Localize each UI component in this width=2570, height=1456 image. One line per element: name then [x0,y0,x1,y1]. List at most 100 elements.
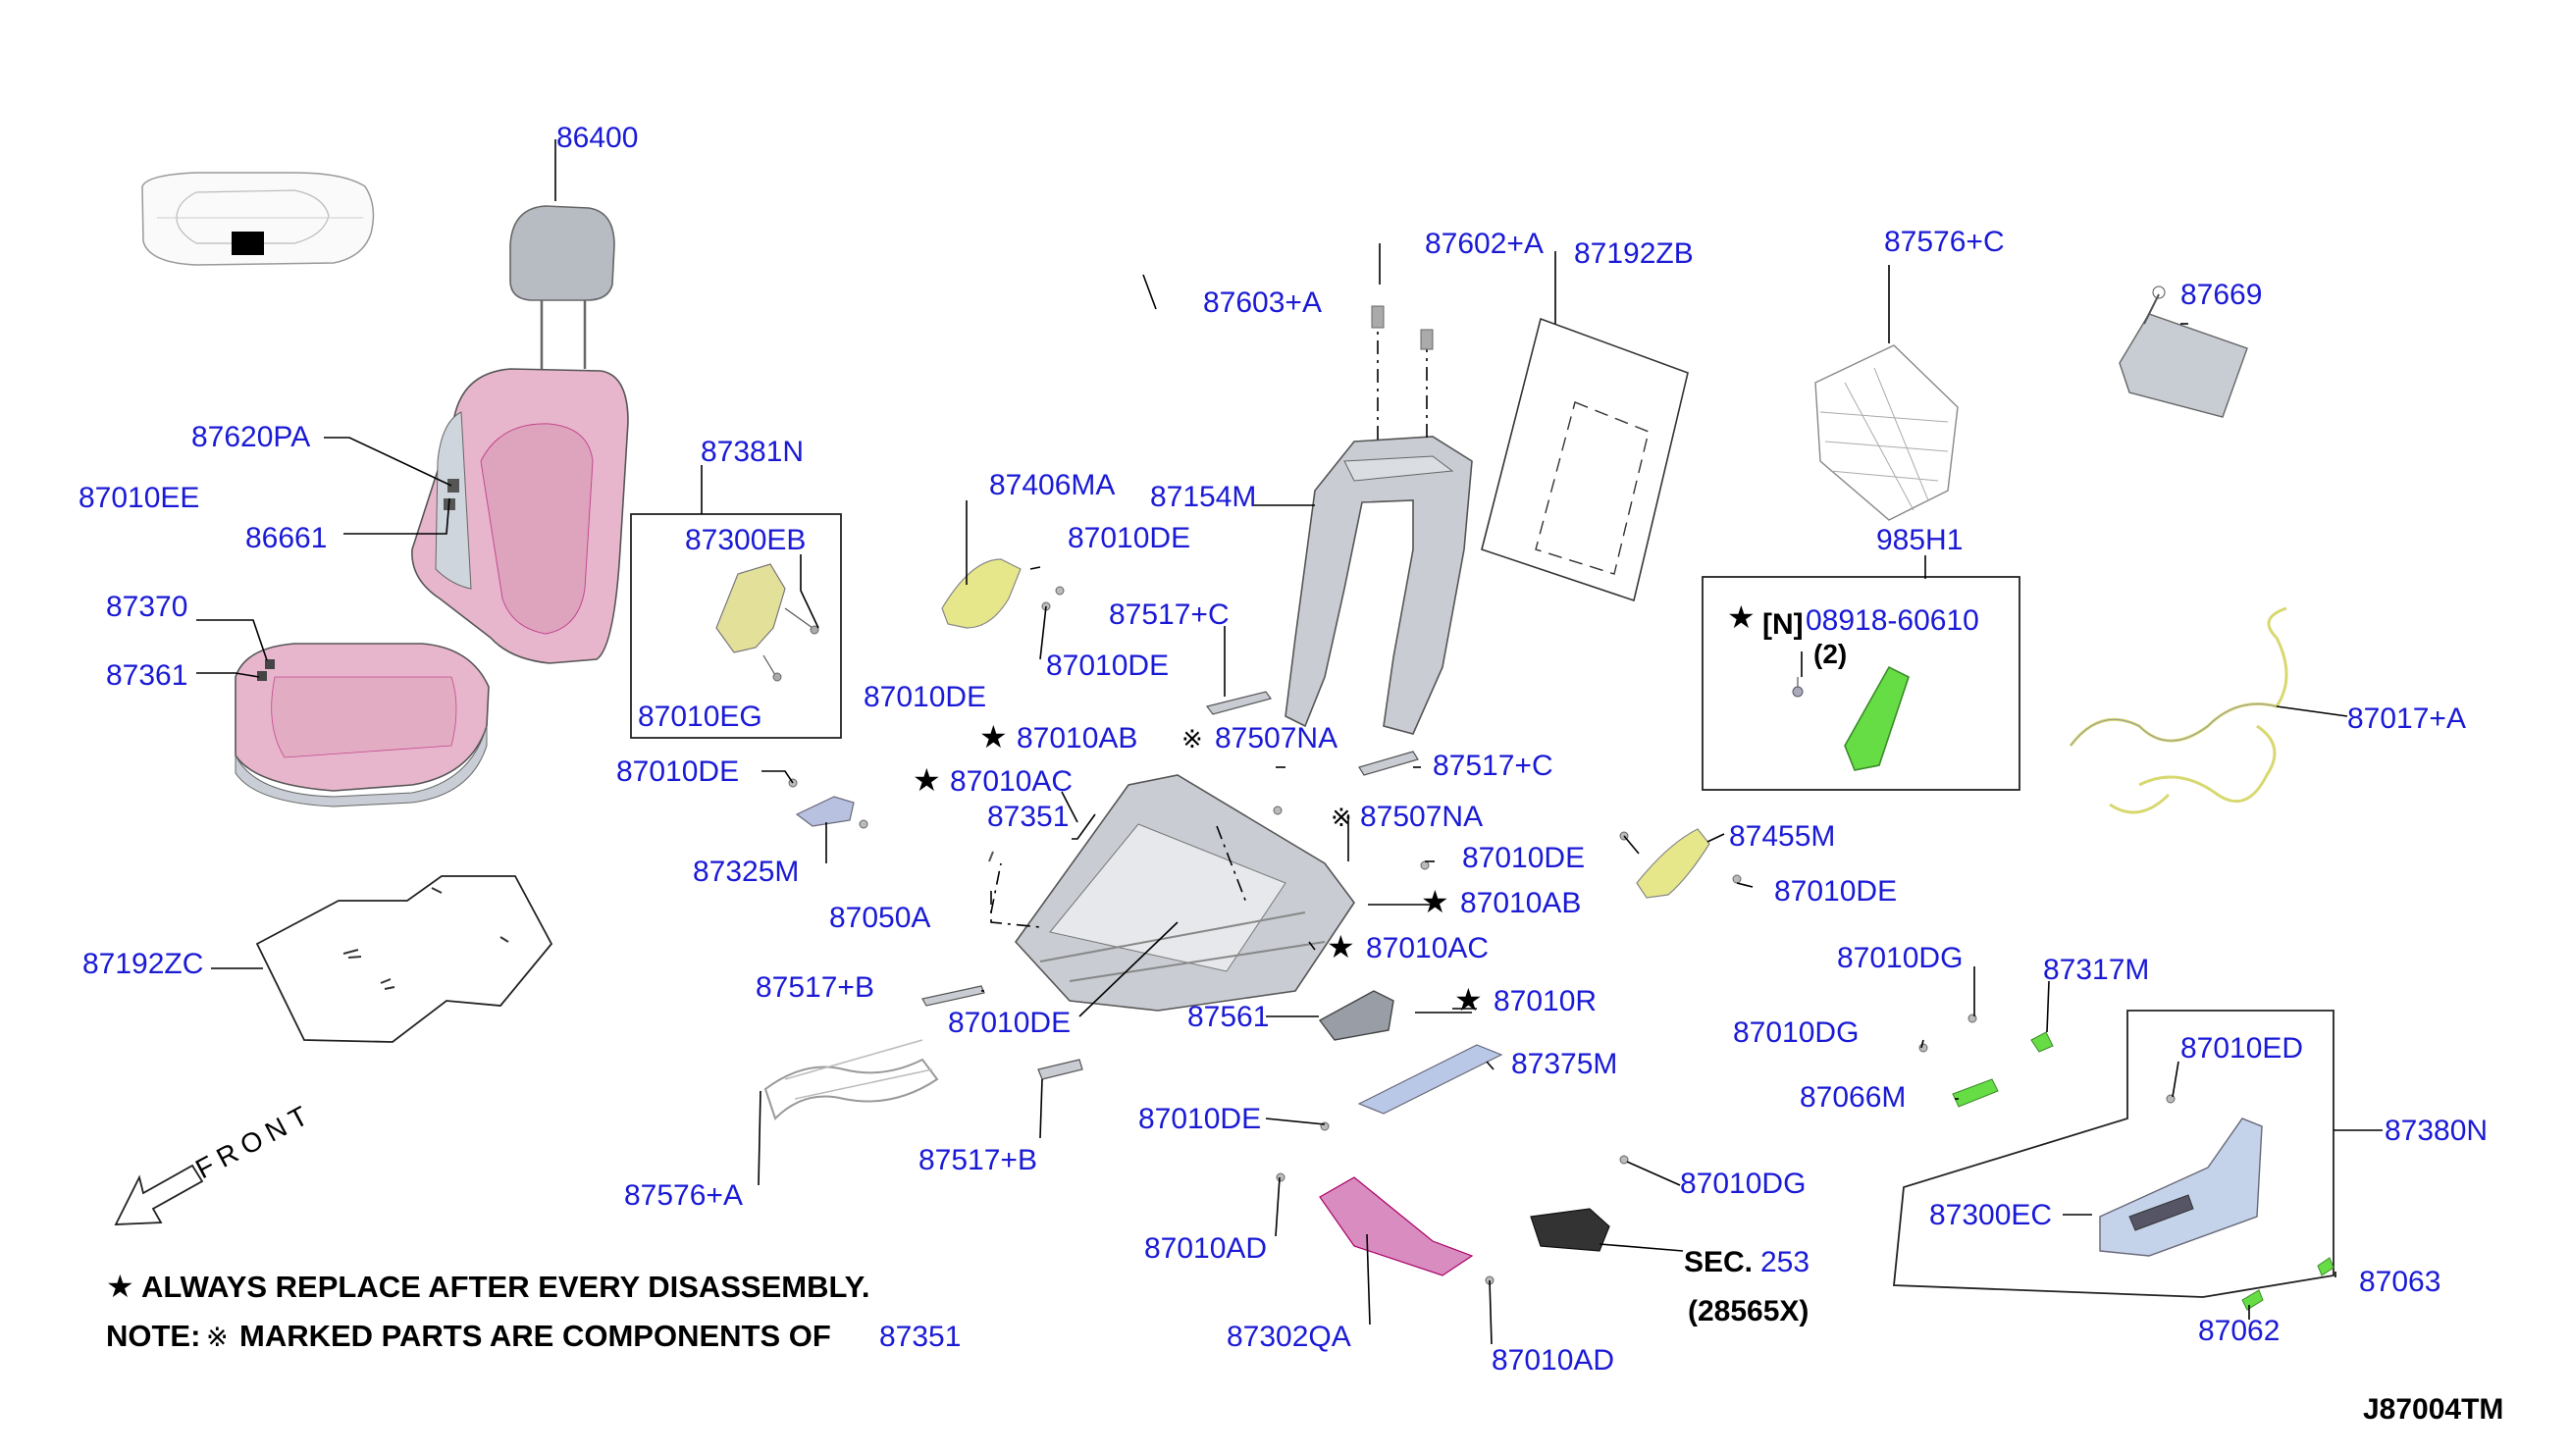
label-87602A[interactable]: 87602+A [1425,228,1544,260]
label-87010DE-d[interactable]: 87010DE [1046,650,1169,682]
label-87010AD-1[interactable]: 87010AD [1144,1232,1267,1265]
label-87010AD-2[interactable]: 87010AD [1492,1344,1614,1377]
back-board-87192ZB-part [1481,317,1689,602]
label-87010DE-g[interactable]: 87010DE [948,1007,1071,1039]
label-87017A[interactable]: 87017+A [2347,702,2466,735]
front-direction-arrow: FRONT [114,1097,319,1225]
seat-switch-28565X-part [1530,1155,1629,1252]
kome-marker-87507NA-1: ※ [1181,724,1203,754]
label-87576C[interactable]: 87576+C [1884,226,2005,258]
label-87010DG-1[interactable]: 87010DG [1837,942,1963,974]
label-87406MA[interactable]: 87406MA [989,469,1115,501]
label-87192ZC[interactable]: 87192ZC [82,948,203,980]
diagram-id: J87004TM [2363,1393,2503,1426]
label-87603A[interactable]: 87603+A [1203,286,1322,319]
front-label: FRONT [190,1097,319,1184]
star-marker-87010R: ★ [1454,982,1483,1017]
label-87302QA[interactable]: 87302QA [1227,1321,1351,1353]
section-reference: SEC. 253 (28565X) [1684,1246,1809,1327]
legend-always-replace: ALWAYS REPLACE AFTER EVERY DISASSEMBLY. [141,1270,869,1304]
n-marker: [N] [1762,608,1804,641]
label-87351[interactable]: 87351 [987,801,1069,833]
label-87010AC-1[interactable]: 87010AC [950,765,1073,798]
label-87507NA-2[interactable]: 87507NA [1360,801,1483,833]
label-86400[interactable]: 86400 [556,122,638,154]
legend-star: ★ [106,1269,134,1304]
label-86661[interactable]: 86661 [245,522,327,554]
label-87063[interactable]: 87063 [2359,1266,2440,1298]
label-87066M[interactable]: 87066M [1800,1081,1906,1114]
label-87517C-2[interactable]: 87517+C [1433,750,1553,782]
label-87370[interactable]: 87370 [106,591,187,623]
legend-note-prefix: NOTE: [106,1319,200,1353]
label-87062[interactable]: 87062 [2198,1315,2280,1347]
kit-87380N-box [1893,1010,2334,1298]
label-87300EC[interactable]: 87300EC [1929,1199,2052,1231]
label-87010DE-e[interactable]: 87010DE [1462,842,1585,874]
label-87517B-2[interactable]: 87517+B [918,1144,1037,1176]
label-87010AC-2[interactable]: 87010AC [1366,932,1489,964]
recliner-cover-87455M-part [1619,828,1742,899]
seatback-cover-part [411,368,629,664]
label-87620PA[interactable]: 87620PA [191,421,310,453]
label-87317M[interactable]: 87317M [2043,954,2149,986]
label-87517B-1[interactable]: 87517+B [756,971,874,1004]
label-87050A[interactable]: 87050A [829,902,930,934]
label-87381N[interactable]: 87381N [701,436,804,468]
label-87192ZB[interactable]: 87192ZB [1574,237,1694,270]
label-87576A[interactable]: 87576+A [624,1179,743,1212]
seat-frame-87351-part [988,774,1355,1012]
label-87375M[interactable]: 87375M [1511,1048,1617,1080]
label-87010DG-2[interactable]: 87010DG [1733,1016,1859,1049]
label-87010DE-h[interactable]: 87010DE [1138,1103,1261,1135]
bracket-87517B-parts [921,985,1083,1080]
label-87154M[interactable]: 87154M [1150,481,1256,513]
star-marker-87010AB-1: ★ [979,719,1008,754]
spring-87576A-part [763,1039,939,1120]
label-87010EG[interactable]: 87010EG [638,701,762,733]
headrest-part [509,205,615,369]
label-985H1[interactable]: 985H1 [1876,524,1963,556]
trim-cover-87300EB-part [715,563,819,682]
label-08918-60610[interactable]: 08918-60610 [1806,604,1979,637]
label-87669[interactable]: 87669 [2180,279,2262,311]
label-87300EB[interactable]: 87300EB [685,524,806,556]
part-number-labels: 86400 87620PA 87010EE 86661 87370 87361 … [79,122,2488,1377]
label-87517C-1[interactable]: 87517+C [1109,598,1230,631]
side-airbag-module-part [1792,665,1910,771]
legend-87351-link[interactable]: 87351 [879,1321,961,1353]
sec-number-link[interactable]: 253 [1760,1246,1809,1278]
label-87325M[interactable]: 87325M [693,856,799,888]
label-87010AB-1[interactable]: 87010AB [1017,722,1137,754]
markers: ★ ★ ※ ※ ★ ★ ★ ★ [N] (2) [913,599,1847,1017]
star-marker-87010AC-1: ★ [913,762,941,798]
label-87010ED[interactable]: 87010ED [2180,1032,2303,1065]
kome-marker-87507NA-2: ※ [1331,803,1352,832]
label-87010EE[interactable]: 87010EE [79,482,199,514]
label-87010R[interactable]: 87010R [1494,985,1597,1017]
vehicle-locator-icon [141,172,375,266]
sec-prefix-label: SEC. [1684,1246,1753,1278]
star-marker-87010AC-2: ★ [1327,929,1355,964]
green-parts-87317M-87066M [1918,1014,2054,1108]
label-87455M[interactable]: 87455M [1729,820,1835,853]
label-87380N[interactable]: 87380N [2385,1115,2488,1147]
label-87010DE-b[interactable]: 87010DE [616,755,739,788]
seat-cushion-part [235,643,490,807]
label-87561[interactable]: 87561 [1187,1001,1269,1033]
label-87507NA-1[interactable]: 87507NA [1215,722,1337,754]
sec-code-label: (28565X) [1688,1295,1809,1327]
cushion-pad-outline-part [255,875,553,1043]
motor-87561-part [1318,990,1394,1041]
label-87010DE-c[interactable]: 87010DE [1068,522,1190,554]
label-87361[interactable]: 87361 [106,659,187,692]
label-87010DE-a[interactable]: 87010DE [864,681,986,713]
label-87010AB-2[interactable]: 87010AB [1460,887,1581,919]
quantity-2-label: (2) [1813,639,1847,669]
cover-87375M-part [1320,1044,1503,1131]
label-87010DE-f[interactable]: 87010DE [1774,875,1897,908]
legend-marked-parts: MARKED PARTS ARE COMPONENTS OF [239,1319,831,1353]
label-87010DG-3[interactable]: 87010DG [1680,1168,1806,1200]
side-cover-87300EC-part [2099,1094,2263,1257]
recliner-cover-87406MA-part [941,558,1065,629]
